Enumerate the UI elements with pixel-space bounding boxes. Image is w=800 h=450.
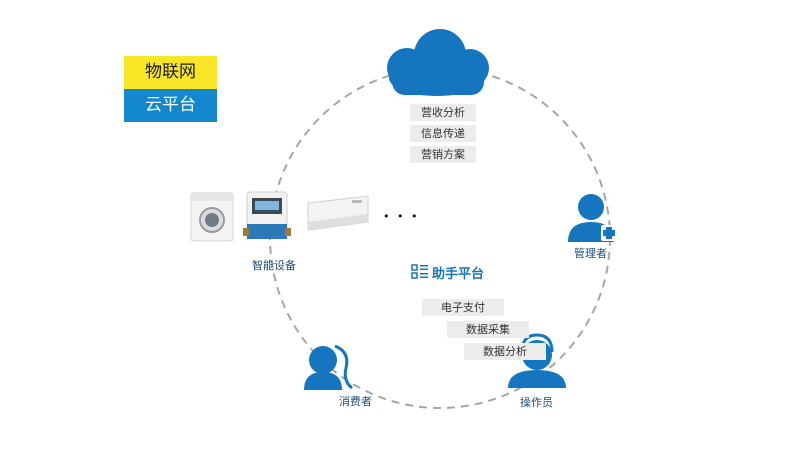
title-iot: 物联网 (124, 56, 217, 89)
label-admin: 管理者 (574, 247, 607, 260)
cloud-icon (387, 29, 489, 96)
air-conditioner-icon (307, 195, 369, 231)
consumer-person-icon (304, 344, 353, 390)
label-assistant-platform: 助手平台 (432, 267, 485, 282)
water-meter-icon (243, 191, 291, 239)
tag-data-analysis: 数据分析 (464, 343, 546, 360)
more-devices-ellipsis: • • • (383, 210, 420, 223)
tag-electronic-payment: 电子支付 (422, 299, 504, 316)
tag-revenue-analysis: 营收分析 (410, 104, 476, 121)
label-consumer: 消费者 (339, 395, 372, 408)
label-operator: 操作员 (520, 396, 553, 409)
tag-data-collection: 数据采集 (447, 321, 529, 338)
tag-information-transfer: 信息传递 (410, 125, 476, 142)
title-cloud-platform: 云平台 (124, 89, 217, 122)
washing-machine-icon (190, 192, 234, 242)
tag-marketing-plan: 营销方案 (410, 146, 476, 163)
label-smart-devices: 智能设备 (252, 259, 296, 272)
platform-grid-icon (411, 264, 428, 279)
admin-person-icon (568, 194, 617, 242)
